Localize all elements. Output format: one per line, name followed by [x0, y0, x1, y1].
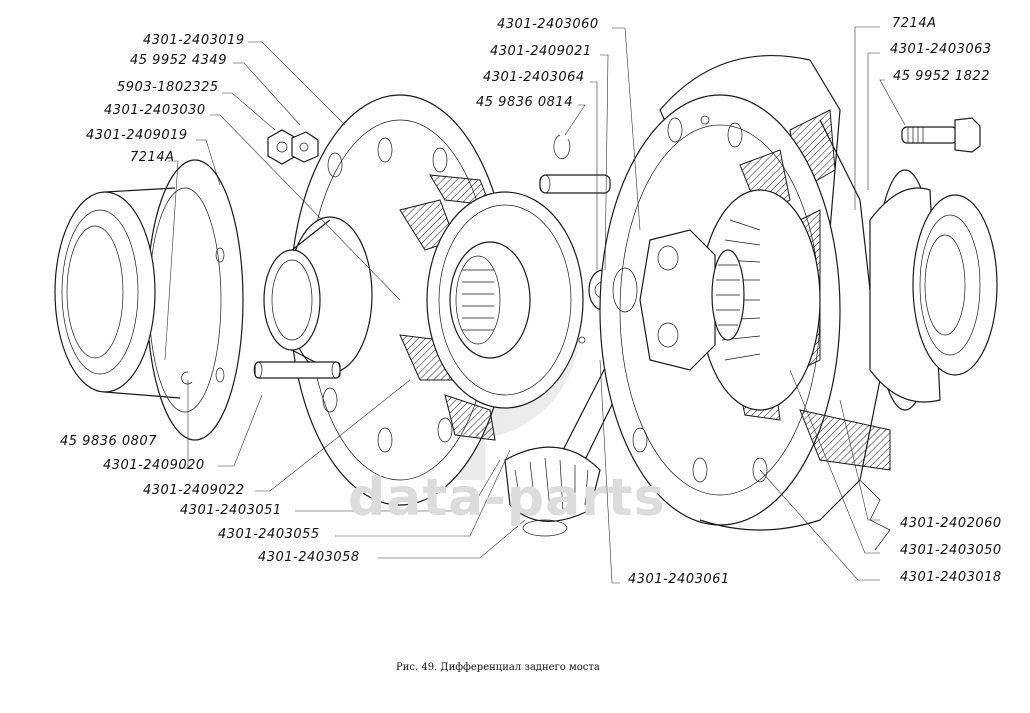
- axle-pin: [253, 361, 341, 379]
- part-label: 45 9952 1822: [893, 69, 990, 84]
- part-label: 4301-2403063: [890, 42, 992, 57]
- part-label: 4301-2403030: [104, 103, 206, 118]
- part-label: 4301-2403050: [900, 543, 1002, 558]
- part-label: 5903-1802325: [117, 80, 219, 95]
- part-label: 7214A: [892, 16, 937, 31]
- pinion-gear: [504, 446, 601, 537]
- part-label: 4301-2409021: [490, 44, 592, 59]
- leader-lines: [164, 26, 906, 584]
- nut-and-washer: [267, 129, 319, 165]
- part-label: 45 9836 0814: [476, 95, 573, 110]
- part-label: 4301-2409022: [143, 483, 245, 498]
- right-bearing: [869, 169, 998, 411]
- part-label: 4301-2409020: [103, 458, 205, 473]
- part-label: 4301-2403019: [143, 33, 245, 48]
- part-label: 4301-2403055: [218, 527, 320, 542]
- part-label: 4301-2409019: [86, 128, 188, 143]
- snap-ring-icon: [181, 371, 193, 385]
- part-label: 4301-2403060: [497, 17, 599, 32]
- watermark-text: data-parts: [348, 468, 666, 528]
- part-label: 4301-2403058: [258, 550, 360, 565]
- figure-caption: Рис. 49. Дифференциал заднего моста: [396, 662, 600, 673]
- part-label: 45 9952 4349: [130, 53, 227, 68]
- bolt: [901, 117, 981, 153]
- part-label: 4301-2402060: [900, 516, 1002, 531]
- part-label: 4301-2403051: [180, 503, 282, 518]
- part-label: 4301-2403061: [628, 572, 730, 587]
- part-label: 45 9836 0807: [60, 434, 157, 449]
- part-label: 4301-2403064: [483, 70, 585, 85]
- part-label: 4301-2403018: [900, 570, 1002, 585]
- part-label: 7214A: [130, 150, 175, 165]
- side-gear: [426, 191, 584, 409]
- right-case-and-ring-gear: [599, 54, 891, 551]
- left-bearing: [54, 159, 244, 441]
